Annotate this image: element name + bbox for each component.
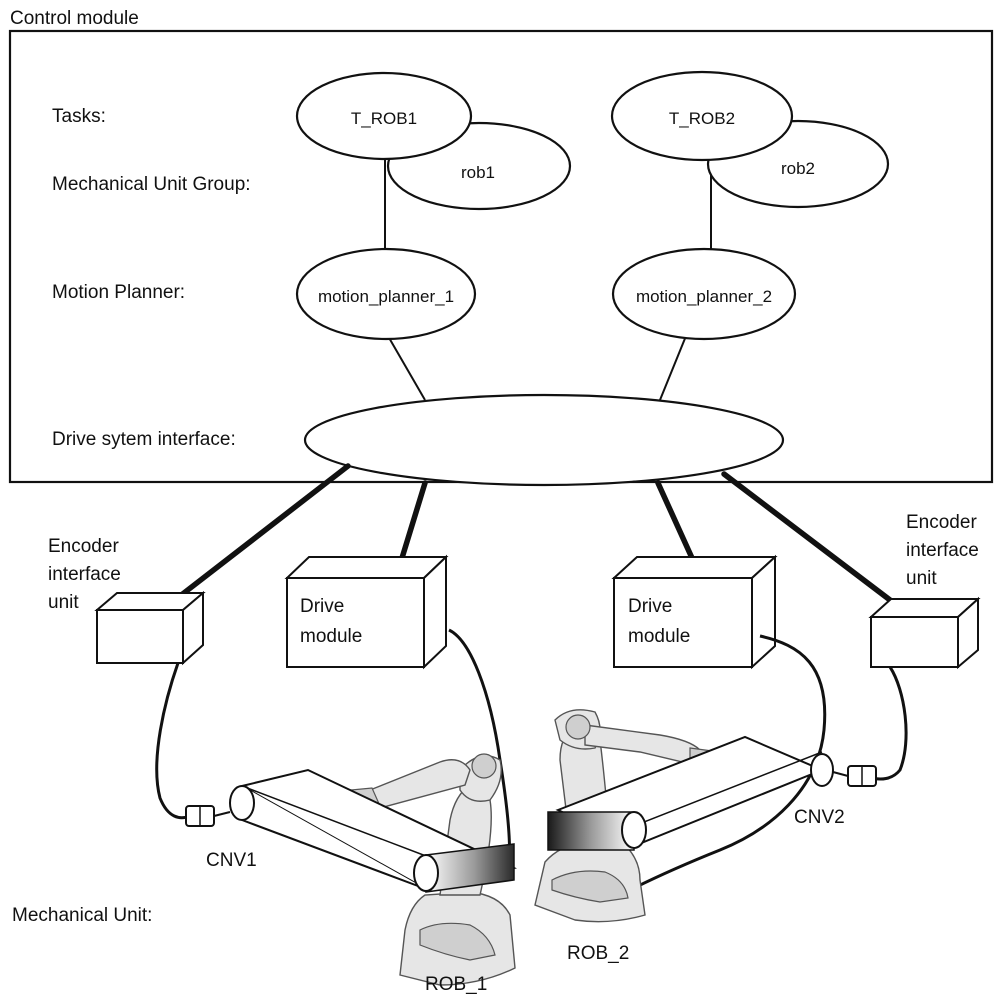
drive-module-right: Drive module: [611, 554, 778, 670]
interface-drive-right-cable: [655, 480, 695, 561]
planner-node-1: motion_planner_1: [295, 247, 477, 341]
rob1-label: ROB_1: [425, 974, 487, 994]
drive-right-rob2-cable: [629, 634, 827, 892]
planner2-interface-connector: [659, 335, 687, 401]
task-node-2: T_ROB2: [610, 70, 794, 162]
planner1-interface-connector: [387, 335, 426, 401]
encoder-left-line-3: unit: [48, 592, 79, 613]
planner-node-2: motion_planner_2: [611, 247, 797, 341]
control-module-title: Control module: [10, 8, 139, 29]
encoder-interface-unit-left: Encoder interface unit: [48, 536, 206, 666]
motion-planner-label: Motion Planner:: [52, 282, 185, 303]
encoder-interface-unit-right: Encoder interface unit: [868, 512, 981, 670]
drive-left-line-2: module: [300, 626, 362, 647]
interface-encoder-right-cable: [721, 471, 893, 603]
interface-drive-left-cable: [399, 480, 428, 561]
drive-module-left: Drive module: [284, 554, 449, 670]
encoder-right-line-2: interface: [906, 540, 979, 561]
rob2-label: ROB_2: [567, 943, 629, 964]
encoder-right-cnv2-cable: [871, 666, 908, 781]
planner-1-label: motion_planner_1: [318, 287, 454, 306]
mechanical-unit-label: Mechanical Unit:: [12, 905, 152, 926]
group-2-label: rob2: [781, 159, 815, 178]
interface-encoder-left-cable: [177, 463, 351, 599]
group-1-label: rob1: [461, 163, 495, 182]
drive-system-interface-node: [303, 393, 785, 487]
encoder-left-line-1: Encoder: [48, 536, 119, 557]
encoder-left-cnv1-cable: [155, 662, 191, 820]
tasks-label: Tasks:: [52, 106, 106, 127]
encoder-right-line-1: Encoder: [906, 512, 977, 533]
encoder-right-line-3: unit: [906, 568, 937, 589]
task-node-1: T_ROB1: [295, 71, 473, 161]
planner-2-label: motion_planner_2: [636, 287, 772, 306]
task-1-label: T_ROB1: [351, 109, 417, 128]
cnv2-label: CNV2: [794, 807, 845, 828]
conveyor-2: [547, 735, 877, 851]
encoder-left-line-2: interface: [48, 564, 121, 585]
conveyor-1: [185, 768, 517, 893]
cnv1-label: CNV1: [206, 850, 257, 871]
drive-right-line-2: module: [628, 626, 690, 647]
drive-left-line-1: Drive: [300, 596, 344, 617]
drive-system-interface-label: Drive sytem interface:: [52, 429, 236, 450]
mechanical-unit-group-label: Mechanical Unit Group:: [52, 174, 251, 195]
drive-right-line-1: Drive: [628, 596, 672, 617]
task-2-label: T_ROB2: [669, 109, 735, 128]
